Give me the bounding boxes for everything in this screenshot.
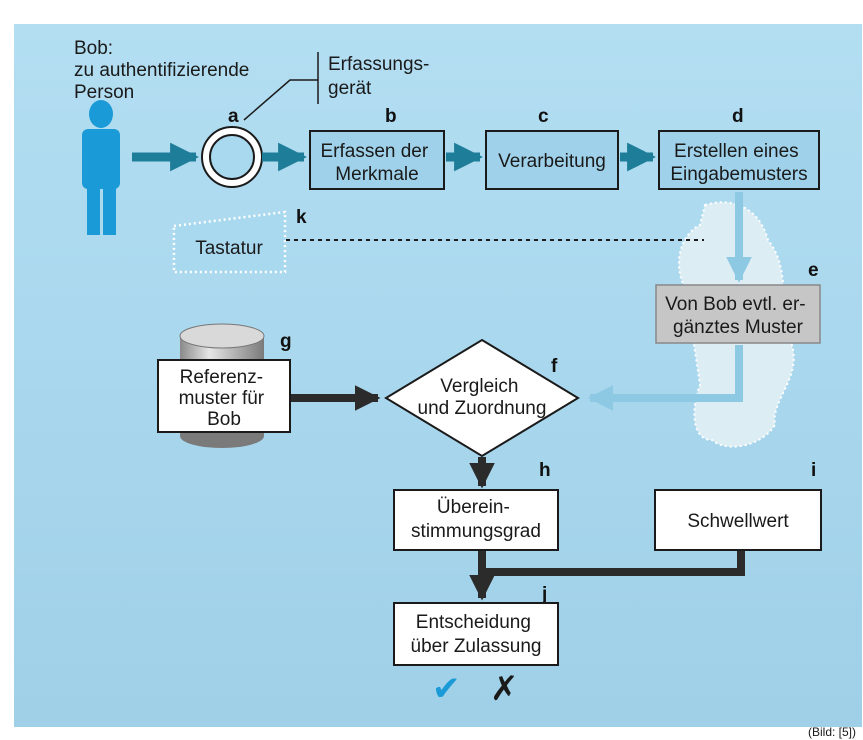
label-j: j — [541, 584, 547, 605]
label-i: i — [811, 460, 816, 481]
keyboard-label: Tastatur — [195, 238, 263, 259]
decision-label: Entscheidung über Zulassung — [411, 612, 542, 657]
processing-label: Verarbeitung — [498, 151, 606, 172]
label-b: b — [385, 106, 397, 127]
person-icon — [82, 100, 120, 235]
arrow-supplemented-to-compare — [587, 345, 743, 411]
label-c: c — [538, 106, 549, 127]
reject-cross-icon: ✗ — [490, 669, 519, 709]
supplemented-pattern-box — [655, 284, 821, 344]
device-pointer-line — [243, 52, 319, 121]
image-source: (Bild: [5]) — [808, 725, 856, 739]
capture-device-icon — [201, 126, 263, 188]
accept-check-icon: ✔ — [432, 669, 461, 709]
capture-features-label: Erfassen der Merkmale — [320, 141, 433, 185]
keyboard-box — [172, 210, 287, 274]
label-f: f — [551, 356, 558, 377]
person-label: Bob: zu authentifizierende Person — [74, 38, 255, 103]
compare-diamond — [384, 338, 580, 458]
reference-pattern-label: Referenz- muster für Bob — [179, 367, 270, 430]
reference-pattern-box — [157, 359, 291, 433]
processing-box — [485, 130, 619, 190]
create-pattern-box — [658, 130, 820, 190]
match-degree-box — [393, 489, 559, 551]
match-degree-label: Überein- stimmungsgrad — [411, 497, 541, 542]
compare-label: Vergleich und Zuordnung — [418, 376, 547, 419]
threshold-label: Schwellwert — [687, 511, 789, 532]
label-k: k — [296, 207, 307, 228]
create-pattern-label: Erstellen eines Eingabemusters — [670, 141, 807, 185]
device-label: Erfassungs- gerät — [328, 54, 435, 99]
label-d: d — [732, 106, 744, 127]
label-g: g — [280, 331, 292, 352]
label-h: h — [539, 460, 551, 481]
decision-box — [393, 602, 559, 666]
supplemented-pattern-label: Von Bob evtl. er- gänztes Muster — [665, 294, 811, 338]
label-e: e — [808, 260, 819, 281]
line-threshold-to-decision — [482, 551, 745, 576]
threshold-box — [654, 489, 822, 551]
label-a: a — [228, 106, 239, 127]
capture-features-box — [309, 130, 445, 190]
